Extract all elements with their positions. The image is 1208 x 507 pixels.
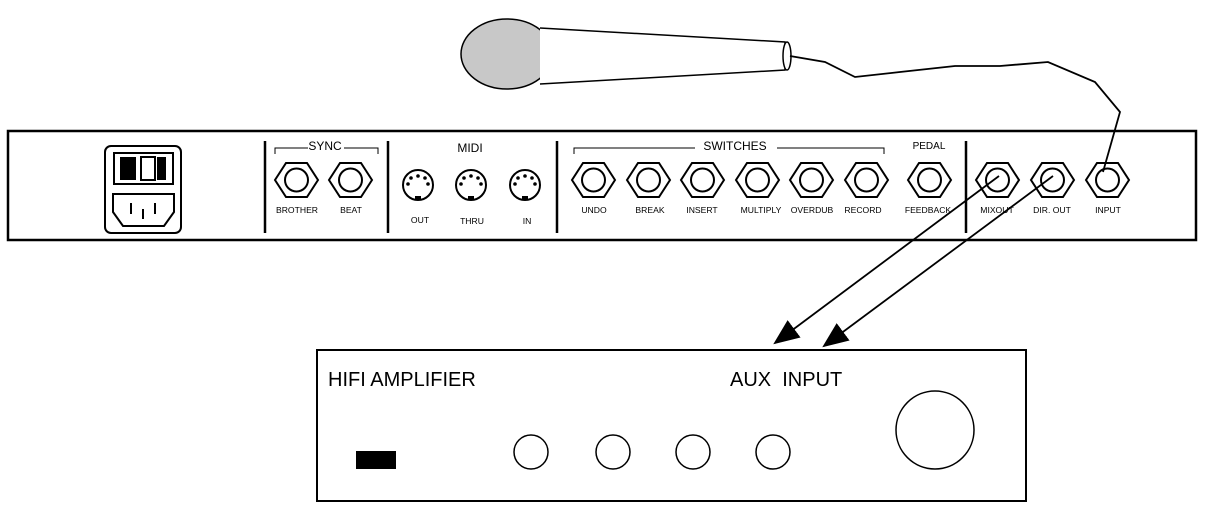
aux-input-label: AUX INPUT — [730, 369, 842, 391]
microphone-body — [539, 27, 786, 85]
amplifier-power-indicator — [356, 451, 396, 469]
microphone-cable — [789, 55, 1121, 173]
jack-undo: UNDO — [570, 162, 617, 215]
midi-label-thru: THRU — [460, 216, 484, 226]
jack-label-feedback: FEEDBACK — [905, 205, 952, 215]
amplifier-knob-3 — [675, 434, 711, 470]
jack-input: INPUT — [1084, 162, 1131, 215]
amplifier-title: HIFI AMPLIFIER — [328, 369, 476, 391]
jack-overdub: OVERDUB — [788, 162, 835, 215]
power-inlet-switch — [104, 145, 182, 234]
amplifier-volume-knob — [895, 390, 975, 470]
amplifier-frame — [316, 349, 1027, 502]
connection-arrow-dir-out — [822, 175, 1054, 348]
jack-label-break: BREAK — [635, 205, 664, 215]
jack-label-input: INPUT — [1095, 205, 1122, 215]
jack-label-brother: BROTHER — [276, 205, 318, 215]
jack-insert: INSERT — [679, 162, 726, 215]
jack-label-beat: BEAT — [340, 205, 363, 215]
midi-label-out: OUT — [411, 215, 430, 225]
amplifier-knob-1 — [513, 434, 549, 470]
jack-label-undo: UNDO — [581, 205, 607, 215]
section-title-switches: SWITCHES — [703, 139, 766, 153]
jack-multiply: MULTIPLY — [734, 162, 782, 215]
amplifier-knob-4 — [755, 434, 791, 470]
section-title-pedal: PEDAL — [913, 141, 946, 152]
jack-label-dir-out: DIR. OUT — [1033, 205, 1071, 215]
jack-label-insert: INSERT — [686, 205, 718, 215]
jack-label-overdub: OVERDUB — [791, 205, 834, 215]
jack-label-mixout: MIXOUT — [980, 205, 1014, 215]
jack-dir-out: DIR. OUT — [1029, 162, 1076, 215]
microphone — [460, 18, 792, 90]
jack-break: BREAK — [625, 162, 672, 215]
rear-panel-frame — [6, 129, 1198, 242]
jack-feedback: FEEDBACK — [905, 162, 953, 215]
jack-label-record: RECORD — [844, 205, 881, 215]
jack-label-multiply: MULTIPLY — [741, 205, 782, 215]
microphone-plug — [782, 41, 792, 71]
jack-brother: BROTHER — [273, 162, 320, 215]
midi-port-out: OUT — [402, 169, 434, 225]
power-inlet-icon — [112, 193, 175, 227]
midi-port-thru: THRU — [455, 169, 487, 226]
amplifier-knob-2 — [595, 434, 631, 470]
midi-port-in: IN — [509, 169, 541, 226]
switches-bracket — [573, 147, 885, 154]
jack-record: RECORD — [843, 162, 890, 215]
power-switch-icon — [113, 152, 174, 185]
hifi-amplifier: HIFI AMPLIFIER AUX INPUT — [316, 349, 1027, 502]
sync-bracket — [274, 147, 379, 154]
section-title-midi: MIDI — [457, 141, 482, 155]
jack-mixout: MIXOUT — [974, 162, 1021, 215]
microphone-head — [460, 18, 554, 90]
section-title-sync: SYNC — [308, 139, 342, 153]
rear-panel: SYNC MIDI SWITCHES PEDAL BROTHER BEAT OU… — [6, 129, 1198, 242]
midi-label-in: IN — [523, 216, 532, 226]
connection-arrow-mixout — [773, 175, 1000, 345]
jack-beat: BEAT — [327, 162, 374, 215]
